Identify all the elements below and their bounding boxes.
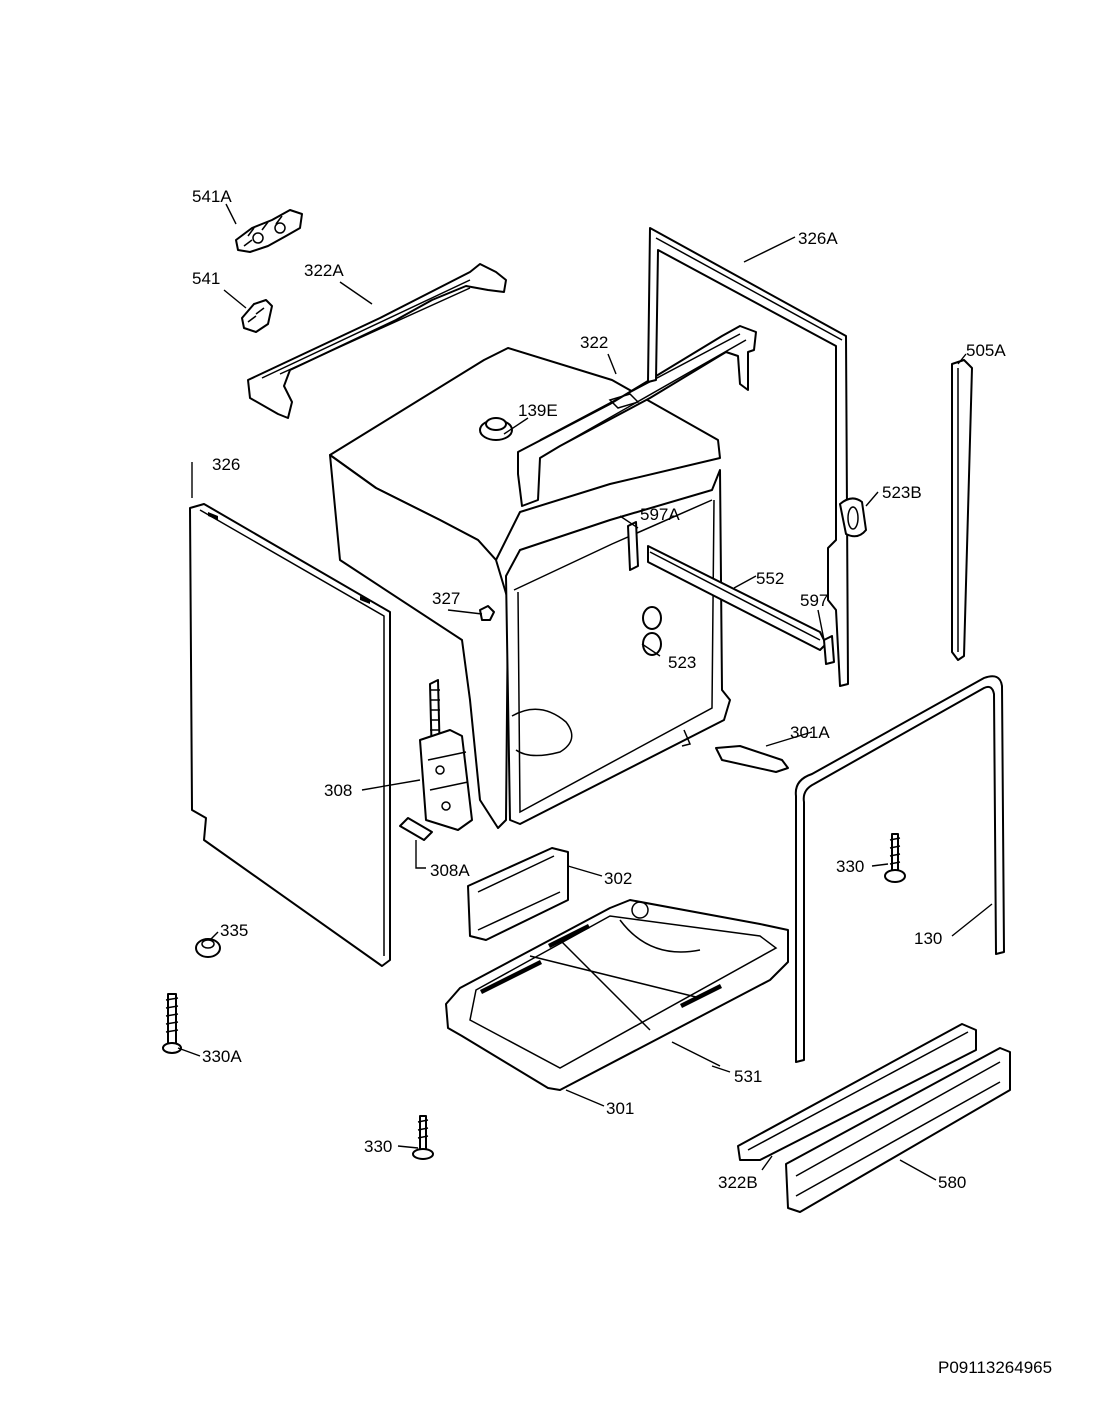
part-139E-nut xyxy=(479,417,513,441)
part-541A-clip xyxy=(235,209,303,253)
part-552-rail xyxy=(647,545,827,651)
callout-523B: 523B xyxy=(882,483,922,502)
leader-lines xyxy=(177,203,993,1181)
part-523B-seal xyxy=(839,497,867,538)
callout-139E: 139E xyxy=(518,401,558,420)
callout-580: 580 xyxy=(938,1173,966,1192)
callout-335: 335 xyxy=(220,921,248,940)
callout-330-bottom: 330 xyxy=(364,1137,392,1156)
part-326A-panel xyxy=(647,227,849,687)
part-597-clip xyxy=(823,635,835,665)
part-580-rail xyxy=(785,1047,1011,1213)
part-302-bracket xyxy=(467,847,569,941)
callout-597: 597 xyxy=(800,591,828,610)
part-308A-pin xyxy=(399,817,433,841)
part-327-screw xyxy=(479,605,495,621)
callout-505A: 505A xyxy=(966,341,1006,360)
document-id: P09113264965 xyxy=(938,1358,1053,1377)
callout-322: 322 xyxy=(580,333,608,352)
callout-130: 130 xyxy=(914,929,942,948)
callout-labels: 541A 541 322A 322 139E 326A 505A 326 597… xyxy=(192,187,1006,1192)
part-301A-clip xyxy=(715,745,789,773)
callout-523: 523 xyxy=(668,653,696,672)
callout-541A: 541A xyxy=(192,187,232,206)
part-308-hinge xyxy=(419,679,473,831)
part-322-rail xyxy=(517,325,757,507)
part-541-clip xyxy=(241,299,273,333)
callout-322B: 322B xyxy=(718,1173,758,1192)
callout-301A: 301A xyxy=(790,723,830,742)
part-330A-screw xyxy=(162,993,182,1054)
callout-597A: 597A xyxy=(640,505,680,524)
callout-330A: 330A xyxy=(202,1047,242,1066)
part-505A-strip xyxy=(951,359,973,661)
callout-302: 302 xyxy=(604,869,632,888)
callout-552: 552 xyxy=(756,569,784,588)
part-322B-rail xyxy=(737,1023,977,1161)
callout-330-right: 330 xyxy=(836,857,864,876)
callout-301: 301 xyxy=(606,1099,634,1118)
part-531-rod xyxy=(671,1041,721,1067)
callout-308A: 308A xyxy=(430,861,470,880)
callout-322A: 322A xyxy=(304,261,344,280)
part-130-door-seal xyxy=(794,675,1005,1063)
callout-326A: 326A xyxy=(798,229,838,248)
part-330-screw-bottom xyxy=(412,1115,434,1160)
callout-308: 308 xyxy=(324,781,352,800)
part-326-panel xyxy=(189,503,391,967)
part-335-nut xyxy=(195,938,221,958)
part-322A-rail xyxy=(247,263,507,419)
part-330-screw-right xyxy=(884,833,906,883)
callout-531: 531 xyxy=(734,1067,762,1086)
part-597A-clip xyxy=(627,521,639,571)
callout-326: 326 xyxy=(212,455,240,474)
callout-327: 327 xyxy=(432,589,460,608)
callout-541: 541 xyxy=(192,269,220,288)
part-301-base xyxy=(445,899,789,1091)
